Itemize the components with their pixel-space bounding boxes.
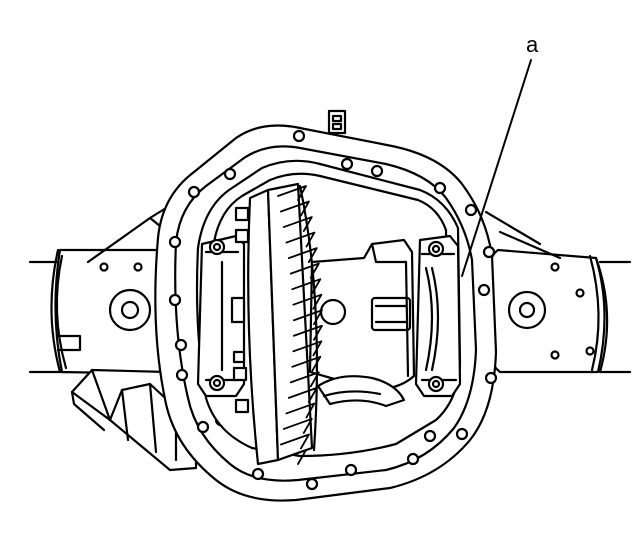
ring-gear-bolts [234,208,248,412]
breather-fitting [329,111,345,133]
left-axle-tube [30,190,195,374]
differential-case [310,240,414,406]
right-bearing-cap [416,236,460,396]
callout-label-a: a [526,32,539,57]
right-axle-tube [486,212,630,372]
callout-leader-a [462,60,531,276]
ring-gear-teeth [278,186,322,464]
ring-gear [248,184,322,464]
left-bearing-cap [198,236,244,396]
